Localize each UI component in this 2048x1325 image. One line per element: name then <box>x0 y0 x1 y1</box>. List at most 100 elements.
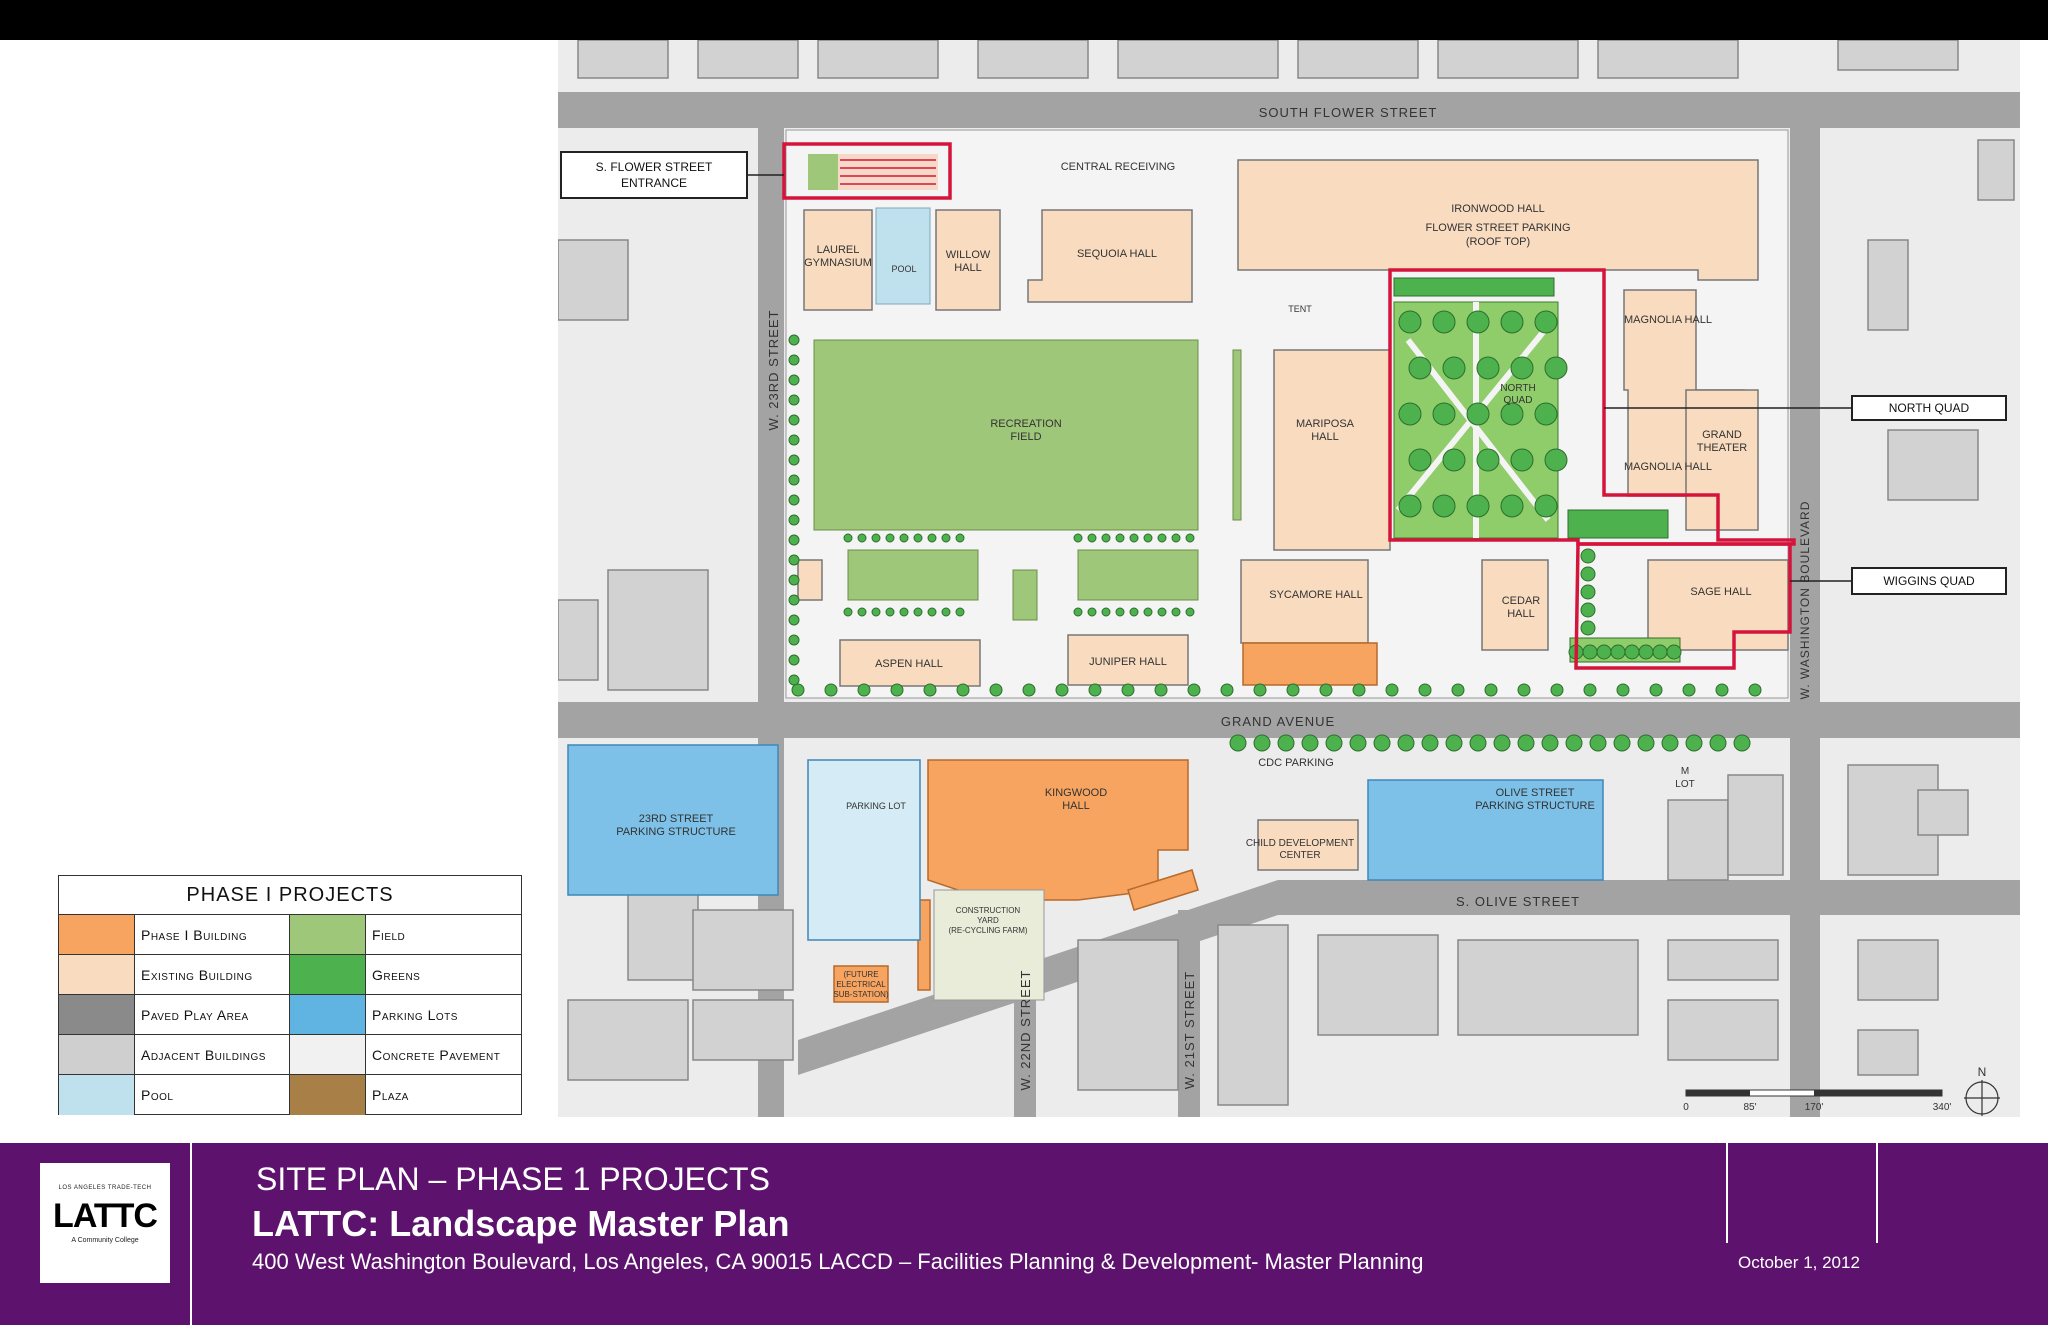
tree-icon <box>1073 607 1083 617</box>
tree-icon <box>1432 494 1456 518</box>
wiggins-green-strip <box>1567 509 1669 539</box>
tree-icon <box>788 574 800 586</box>
tree-icon <box>788 474 800 486</box>
recreation-field <box>813 339 1199 531</box>
cedar-hall-building <box>1481 559 1549 651</box>
adjacent-building <box>577 40 669 79</box>
tree-icon <box>927 533 937 543</box>
substation-label: SUB-STATION) <box>833 990 889 999</box>
grand-avenue-label: GRAND AVENUE <box>1221 714 1335 729</box>
pool-area <box>875 207 931 305</box>
grand-label: GRAND <box>1702 429 1742 441</box>
w21st-street-road <box>1178 910 1200 1117</box>
quad-map-label: QUAD <box>1504 395 1533 406</box>
tree-icon <box>788 674 800 686</box>
tree-icon <box>941 533 951 543</box>
cdc-parking-label: CDC PARKING <box>1258 757 1334 769</box>
logo-top-text: LOS ANGELES TRADE-TECH <box>58 1185 152 1191</box>
juniper-hall-building <box>1067 634 1189 686</box>
laurel-label: LAUREL <box>817 244 860 256</box>
flower-parking-label: FLOWER STREET PARKING <box>1425 222 1570 234</box>
cedar-label: CEDAR <box>1502 595 1541 607</box>
adjacent-building <box>1887 429 1979 501</box>
adjacent-building <box>1667 939 1779 981</box>
callout-north-quad: NORTH QUAD <box>1604 395 2007 421</box>
adjacent-building <box>817 40 939 79</box>
tree-icon <box>857 607 867 617</box>
adjacent-buildings <box>558 40 2015 1106</box>
tree-icon <box>788 514 800 526</box>
tree-icon <box>788 434 800 446</box>
parking-lots <box>567 744 1604 941</box>
legend-item: Existing Building <box>59 955 290 995</box>
ironwood-hall-building <box>1237 159 1759 281</box>
phase1-building <box>1242 642 1378 686</box>
adjacent-building <box>1117 40 1279 79</box>
tree-icon <box>1101 607 1111 617</box>
tree-icon <box>955 533 965 543</box>
legend-swatch <box>290 1075 366 1115</box>
adjacent-building <box>607 569 709 691</box>
tree-icon <box>913 533 923 543</box>
tree-icon <box>1661 734 1679 752</box>
tree-icon <box>1101 533 1111 543</box>
pool-label: POOL <box>891 264 916 274</box>
callout-flower-entrance-line1: S. FLOWER STREET <box>596 160 713 174</box>
tree-icon <box>1220 683 1234 697</box>
adjacent-building <box>1297 40 1419 79</box>
adjacent-building <box>1437 40 1579 79</box>
magnolia-hall-top-label: MAGNOLIA HALL <box>1624 314 1712 326</box>
logo-tagline: A Community College <box>71 1237 139 1244</box>
aspen-hall-building <box>839 639 981 687</box>
s-olive-street-label: S. OLIVE STREET <box>1456 894 1580 909</box>
mariposa-hall-building <box>1273 349 1391 551</box>
tree-icon <box>1500 402 1524 426</box>
tree-icon <box>1154 683 1168 697</box>
tree-icon <box>1445 734 1463 752</box>
adjacent-building <box>692 999 794 1061</box>
callout-flower-entrance-line2: ENTRANCE <box>621 176 687 190</box>
legend-label: Paved Play Area <box>141 1006 249 1023</box>
tree-icon <box>1534 402 1558 426</box>
scale-tick-340: 340' <box>1933 1102 1952 1113</box>
adjacent-building <box>692 909 794 991</box>
tree-icon <box>1087 607 1097 617</box>
tree-icon <box>899 533 909 543</box>
tree-icon <box>1073 533 1083 543</box>
tree-icon <box>1652 644 1668 660</box>
north-quad-green-strip <box>1393 277 1555 297</box>
trees-layer <box>788 310 1762 752</box>
sequoia-hall-building <box>1027 209 1193 303</box>
tree-icon <box>1544 356 1568 380</box>
legend-item: Adjacent Buildings <box>59 1035 290 1075</box>
callout-box <box>560 151 748 199</box>
legend-label: Field <box>372 926 406 943</box>
kingwood-label: KINGWOOD <box>1045 787 1107 799</box>
adjacent-building <box>1077 939 1179 1091</box>
tree-icon <box>1682 683 1696 697</box>
tree-icon <box>1616 683 1630 697</box>
m-label: M <box>1681 766 1689 777</box>
tree-icon <box>1469 734 1487 752</box>
recycling-farm-label: (RE-CYCLING FARM) <box>948 926 1027 935</box>
adjacent-building <box>558 239 629 321</box>
olive-parking-structure-label: PARKING STRUCTURE <box>1475 800 1595 812</box>
parking-lot <box>807 759 921 941</box>
tree-icon <box>1277 734 1295 752</box>
tree-icon <box>1510 356 1534 380</box>
washington-boulevard-road <box>1790 128 1820 1117</box>
central-receiving-label: CENTRAL RECEIVING <box>1061 161 1176 173</box>
tree-icon <box>1087 533 1097 543</box>
child-development-label: CHILD DEVELOPMENT <box>1246 838 1354 849</box>
callout-wiggins-quad: WIGGINS QUAD <box>1790 567 2007 595</box>
project-outlines <box>782 142 1796 670</box>
yard-label: YARD <box>977 916 999 925</box>
scale-tick-85: 85' <box>1743 1102 1756 1113</box>
tree-icon <box>788 534 800 546</box>
tree-icon <box>1349 734 1367 752</box>
footer-address: 400 West Washington Boulevard, Los Angel… <box>252 1249 1424 1274</box>
tree-icon <box>788 614 800 626</box>
adjacent-building <box>1917 789 1969 836</box>
tree-icon <box>1583 683 1597 697</box>
tree-icon <box>1286 683 1300 697</box>
